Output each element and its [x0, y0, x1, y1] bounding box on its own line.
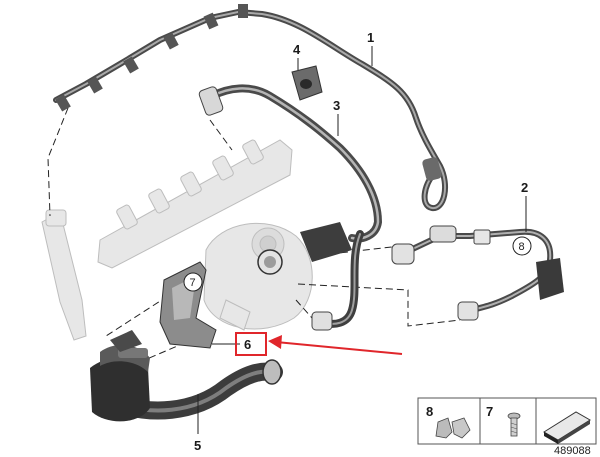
callout-4: 4: [293, 42, 301, 70]
highlight-arrow: [268, 335, 403, 355]
part-1-return-line: [53, 4, 449, 211]
legend-label-8: 8: [426, 404, 433, 419]
callout-label-3: 3: [333, 98, 340, 113]
callout-label-2: 2: [521, 180, 528, 195]
callout-1: 1: [367, 30, 374, 66]
callout-label-4: 4: [293, 42, 301, 57]
legend-label-7: 7: [486, 404, 493, 419]
image-id-label: 489088: [554, 445, 591, 457]
callout-2: 2: [521, 180, 528, 232]
part-2-fuel-line: [391, 225, 564, 321]
circled-ref-label-8: 8: [519, 241, 525, 253]
callout-label-6: 6: [244, 337, 251, 352]
callout-6-highlight-box: [235, 332, 267, 356]
screw-icon: [507, 412, 521, 437]
rail-injector-ports: [116, 139, 264, 230]
circled-ref-7: 7: [183, 272, 203, 292]
part-3-fuel-line: [198, 84, 383, 331]
part-5-coolant-hose: [90, 330, 283, 422]
callout-6: 6: [212, 332, 267, 356]
callout-3: 3: [333, 98, 340, 136]
callout-label-1: 1: [367, 30, 374, 45]
circled-ref-8: 8: [512, 236, 532, 256]
clip-icon: [435, 417, 471, 439]
legend-panel: 8 7: [417, 397, 597, 445]
gasket-icon: [543, 411, 591, 444]
part-4-grommet: [291, 65, 323, 101]
circled-ref-label-7: 7: [190, 277, 196, 289]
callout-5: 5: [194, 394, 201, 453]
callout-label-5: 5: [194, 438, 201, 453]
rail-clips: [55, 4, 248, 112]
